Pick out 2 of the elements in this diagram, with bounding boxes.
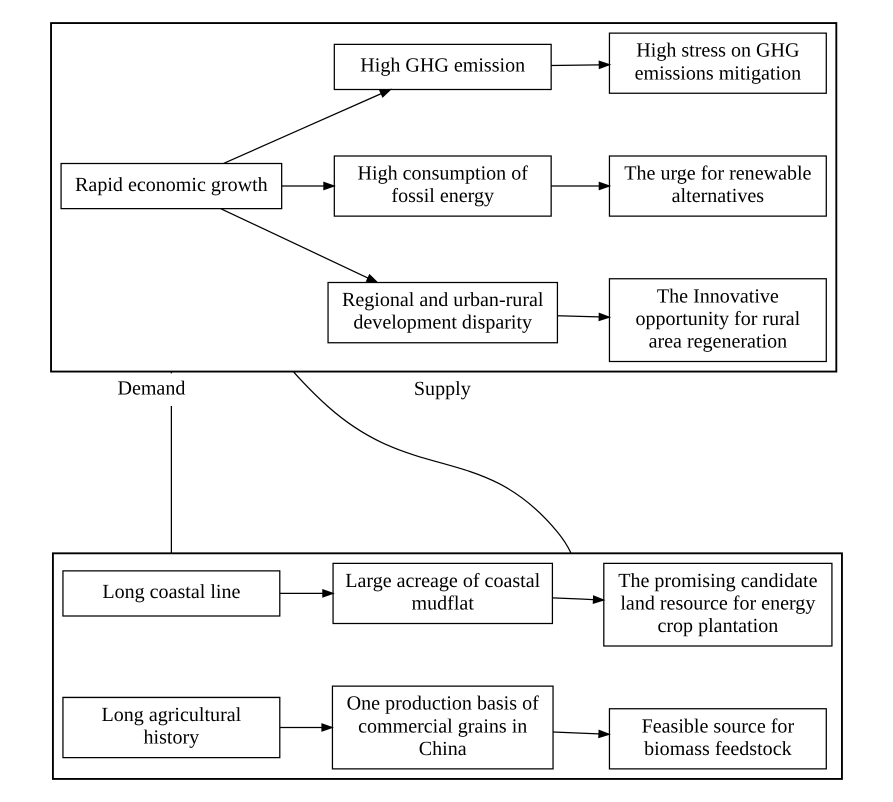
edge-label: Supply <box>414 378 471 400</box>
edge-label: Demand <box>117 377 186 400</box>
